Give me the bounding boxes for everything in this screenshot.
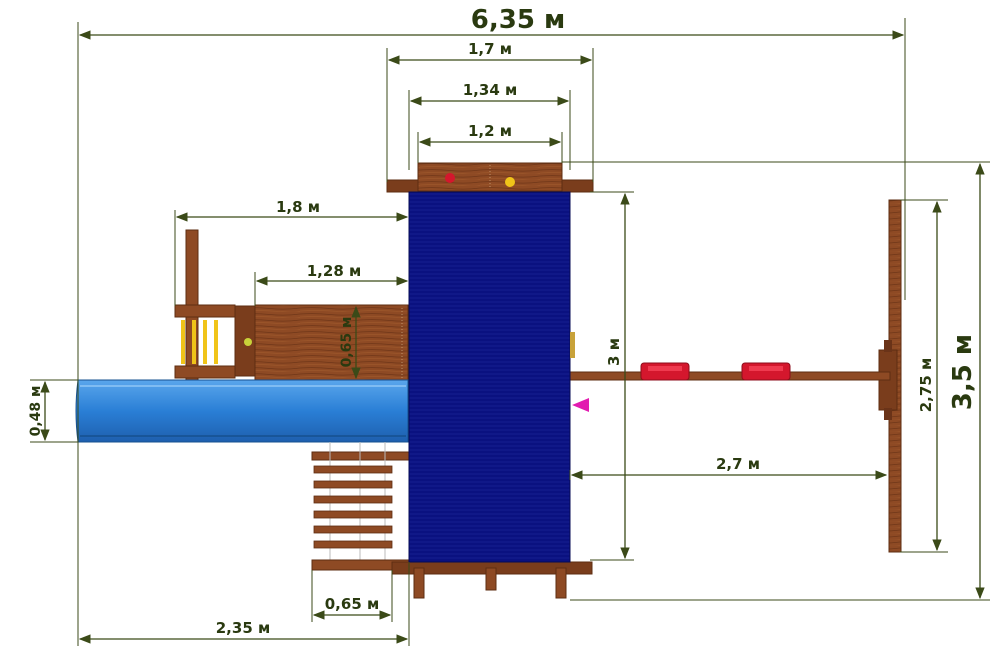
dimension-deck-inner: 1,28 м: [255, 262, 409, 286]
climbing-hold-red: [445, 173, 455, 183]
tower-bottom-frame: [391, 561, 593, 599]
dimension-overall-width: 6,35 м: [78, 5, 905, 40]
dimension-overall-depth: 3,5 м: [948, 162, 985, 600]
swing-seat: [640, 362, 690, 381]
dimension-label: 0,65 м: [325, 595, 380, 613]
dimension-ladder-width: 0,65 м: [312, 595, 392, 620]
upper-deck: [174, 229, 409, 381]
dimension-label: 3,5 м: [948, 334, 978, 410]
extension-lines: [30, 18, 990, 646]
step-ladder: [311, 442, 411, 571]
dimension-slide-length: 2,35 м: [78, 619, 409, 644]
tower-canopy: [408, 191, 571, 563]
swing-top-beam: [569, 371, 891, 381]
dimension-swing-beam-height: 2,75 м: [917, 200, 942, 552]
dimension-label: 1,2 м: [468, 122, 512, 140]
flag-icon: [572, 398, 589, 412]
dimension-label: 1,28 м: [307, 262, 362, 280]
ladder-rungs: [181, 320, 218, 364]
climbing-hold-yellow: [505, 177, 515, 187]
dimension-roof-middle: 1,34 м: [409, 81, 570, 106]
dimension-label: 2,35 м: [216, 619, 271, 637]
dimension-label: 3 м: [605, 338, 623, 366]
dimension-label: 1,8 м: [276, 198, 320, 216]
dimension-label: 2,7 м: [716, 455, 760, 473]
dimension-label: 6,35 м: [471, 5, 565, 35]
dimension-deck-width: 0,65 м: [339, 305, 361, 380]
dimension-swing-beam-length: 2,7 м: [570, 455, 888, 480]
dimension-label: 1,34 м: [463, 81, 518, 99]
slide: [75, 379, 409, 443]
playground-structure: [75, 162, 902, 599]
swing-seat: [741, 362, 791, 381]
dimension-deck-outer: 1,8 м: [175, 198, 409, 222]
dimension-label: 1,7 м: [468, 40, 512, 58]
dimension-label: 2,75 м: [917, 358, 935, 413]
dimension-label: 0,48 м: [28, 386, 44, 437]
roof-top-beam: [386, 162, 594, 193]
dimension-label: 0,65 м: [339, 317, 355, 368]
dimension-slide-width: 0,48 м: [28, 380, 50, 442]
dimension-tower-depth: 3 м: [605, 192, 630, 560]
dimension-roof-inner: 1,2 м: [418, 122, 562, 147]
dimension-roof-outer: 1,7 м: [387, 40, 593, 65]
